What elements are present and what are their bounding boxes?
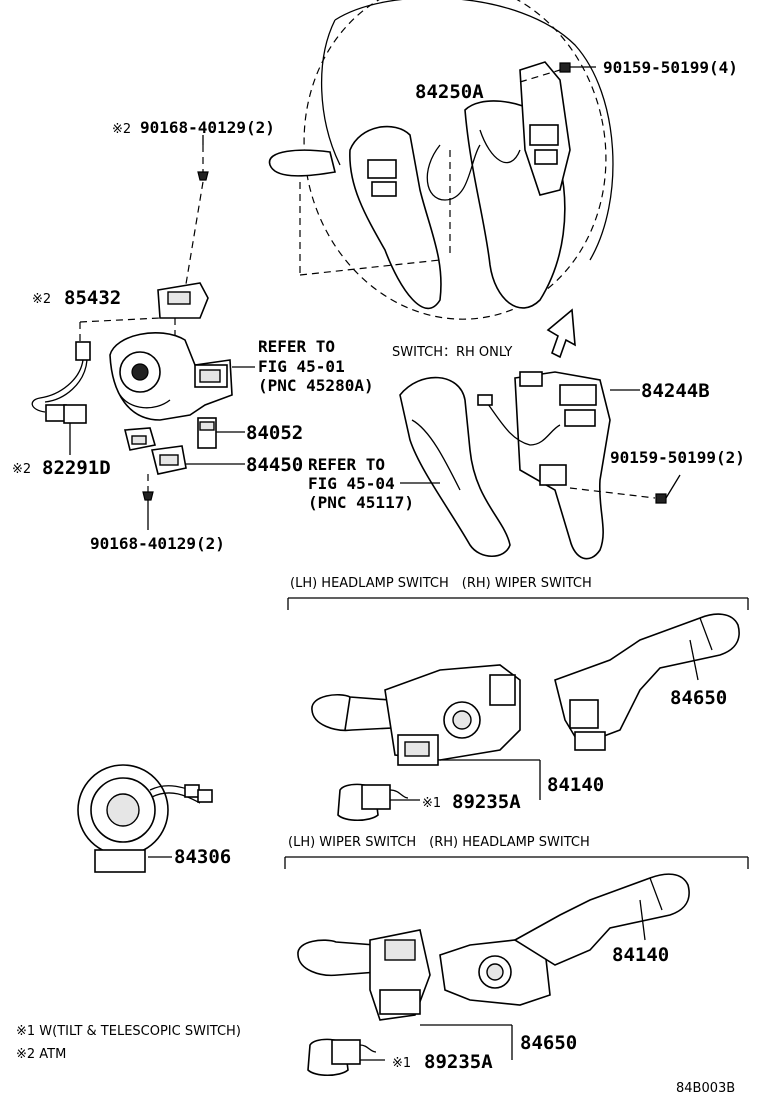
label-84650-a: 84650	[670, 687, 727, 709]
rh-switch-assembly	[399, 62, 681, 560]
label-84650-b: 84650	[520, 1032, 577, 1054]
label-85432: 85432	[64, 287, 121, 309]
note-mark-2b: ※2	[32, 292, 51, 307]
spiral-cable-sub-assy	[31, 135, 255, 530]
refer1-line1: REFER TO	[258, 337, 335, 356]
switch-rh-only-label: SWITCH：RH ONLY	[392, 345, 512, 360]
label-84450: 84450	[246, 454, 303, 476]
label-84306: 84306	[174, 846, 231, 868]
spiral-cable-84306	[77, 764, 213, 873]
label-84140-b: 84140	[612, 944, 669, 966]
label-89235a-a: 89235A	[452, 791, 521, 813]
group1-title: (LH) HEADLAMP SWITCH (RH) WIPER SWITCH	[290, 576, 592, 591]
label-84052: 84052	[246, 422, 303, 444]
refer2-line1: REFER TO	[308, 455, 385, 474]
refer1-line3: (PNC 45280A)	[258, 376, 374, 395]
note-mark-1b: ※1	[392, 1056, 411, 1071]
label-90159-mid: 90159-50199(2)	[610, 448, 745, 467]
note-mark-1a: ※1	[422, 796, 441, 811]
footnote-2: ※2 ATM	[16, 1047, 66, 1062]
label-84250a: 84250A	[415, 81, 484, 103]
label-82291d: 82291D	[42, 457, 111, 479]
group2-title: (LH) WIPER SWITCH (RH) HEADLAMP SWITCH	[288, 835, 590, 850]
label-89235a-b: 89235A	[424, 1051, 493, 1073]
note-mark-2a: ※2	[112, 122, 131, 137]
combination-switch-group-2	[284, 856, 749, 1077]
footnote-1: ※1 W(TILT & TELESCOPIC SWITCH)	[16, 1024, 241, 1039]
refer2-line2: FIG 45-04	[308, 474, 395, 493]
refer2-line3: (PNC 45117)	[308, 493, 414, 512]
combination-switch-group-1	[287, 597, 749, 822]
label-90168-top: 90168-40129(2)	[140, 118, 275, 137]
steering-wheel	[268, 0, 614, 359]
diagram-code: 84B003B	[676, 1081, 735, 1096]
refer1-line2: FIG 45-01	[258, 357, 345, 376]
note-mark-2c: ※2	[12, 462, 31, 477]
label-84140-a: 84140	[547, 774, 604, 796]
label-90168-bottom: 90168-40129(2)	[90, 534, 225, 553]
label-90159-top: 90159-50199(4)	[603, 58, 738, 77]
label-84244b: 84244B	[641, 380, 710, 402]
